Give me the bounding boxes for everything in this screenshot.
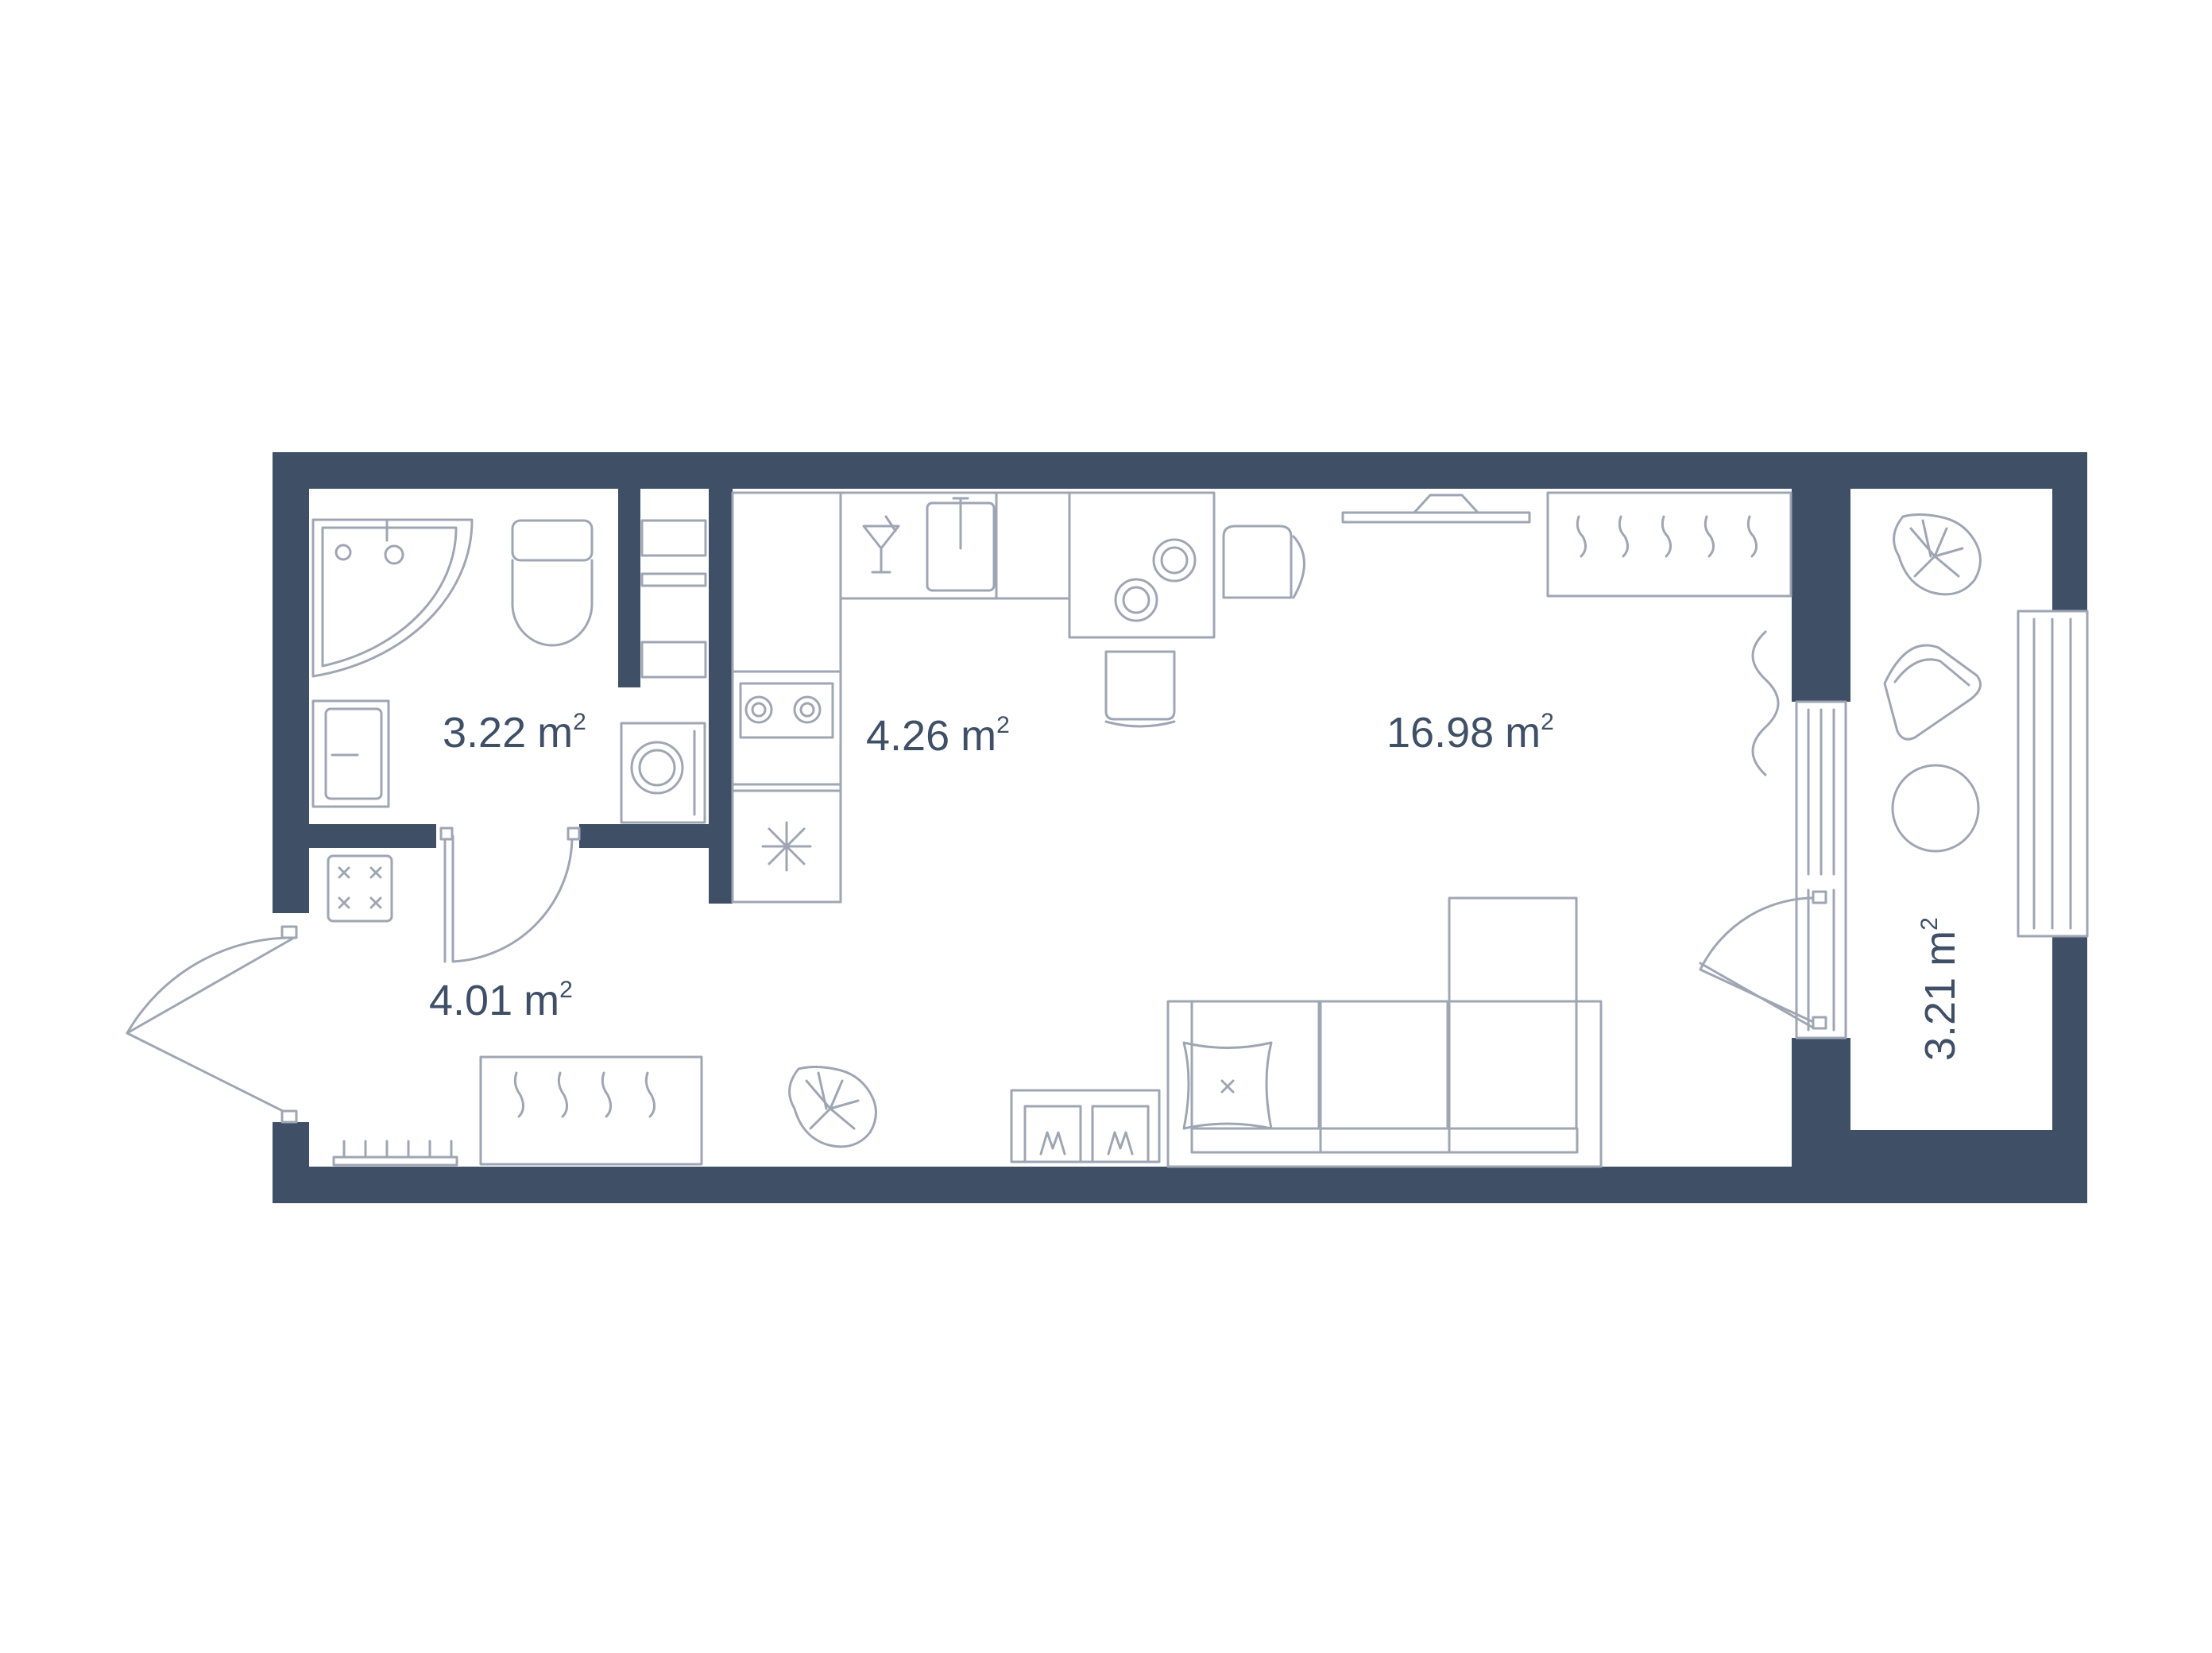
cooktop-icon: [731, 670, 842, 786]
toilet-icon: [511, 519, 594, 647]
area-unit-power: 2: [573, 709, 586, 735]
wardrobe-icon: [1546, 491, 1792, 598]
wall-left-upper: [273, 452, 309, 913]
shower-icon: [311, 518, 474, 678]
area-value: 16.98: [1386, 709, 1494, 757]
sink-icon: [311, 699, 390, 808]
door-bathroom: [439, 826, 581, 963]
area-unit: m: [524, 977, 559, 1024]
cocktail-glass-icon: [862, 515, 900, 574]
door-icon: [126, 925, 298, 1124]
sofa-icon: [1166, 896, 1603, 1168]
storage-boxes-icon: [1010, 1089, 1161, 1163]
wall-living-right-upper: [1792, 452, 1850, 702]
kitchen-counter: [731, 491, 1071, 904]
electric-panel-icon: [327, 854, 393, 923]
chair-icon: [1222, 525, 1305, 599]
shoe-rack-icon: [332, 1140, 458, 1167]
area-unit: m: [537, 709, 573, 757]
wall-kitchen-divider: [709, 489, 733, 904]
wall-bath-bottom-right: [579, 824, 709, 848]
area-value: 3.22: [443, 709, 526, 757]
window-balcony: [2017, 610, 2089, 938]
area-label-hallway: 4.01 m2: [429, 977, 573, 1024]
fridge-icon: [731, 789, 842, 904]
wall-bottom: [273, 1167, 2087, 1203]
chair-icon: [1104, 650, 1176, 728]
cushion-icon: [1182, 1041, 1273, 1130]
kitchen-sink-icon: [926, 497, 996, 592]
wall-living-right-lower: [1792, 1038, 1850, 1203]
area-unit-power: 2: [996, 712, 1010, 738]
tv-icon: [1341, 494, 1531, 524]
curtain-icon: [1751, 630, 1780, 776]
area-label-balcony: 3.21 m2: [1916, 917, 1964, 1061]
plant-icon: [788, 1066, 877, 1148]
walls: [273, 452, 2087, 1203]
wall-top: [273, 452, 2087, 489]
area-unit: m: [1916, 931, 1964, 966]
wall-left-lower: [273, 1122, 309, 1203]
area-value: 4.01: [429, 977, 512, 1024]
window-living: [1795, 700, 1847, 1039]
dining-table-icon: [1068, 491, 1216, 639]
wall-bath-right: [618, 489, 640, 687]
balcony-table-icon: [1891, 764, 1980, 853]
balcony-chair-icon: [1883, 644, 1982, 741]
shelving-unit: [640, 519, 707, 679]
area-value: 4.26: [866, 712, 949, 760]
area-unit-power: 2: [559, 977, 573, 1003]
area-unit-power: 2: [1541, 709, 1554, 735]
washing-machine-icon: [620, 722, 706, 824]
area-unit: m: [961, 712, 996, 760]
door-balcony: [1699, 890, 1827, 1030]
wardrobe-icon: [479, 1055, 703, 1166]
area-value: 3.21: [1916, 977, 1964, 1061]
area-unit-power: 2: [1916, 917, 1943, 931]
wall-bath-bottom-left: [309, 824, 436, 848]
area-unit: m: [1505, 709, 1541, 757]
plant-icon: [1893, 513, 1982, 596]
